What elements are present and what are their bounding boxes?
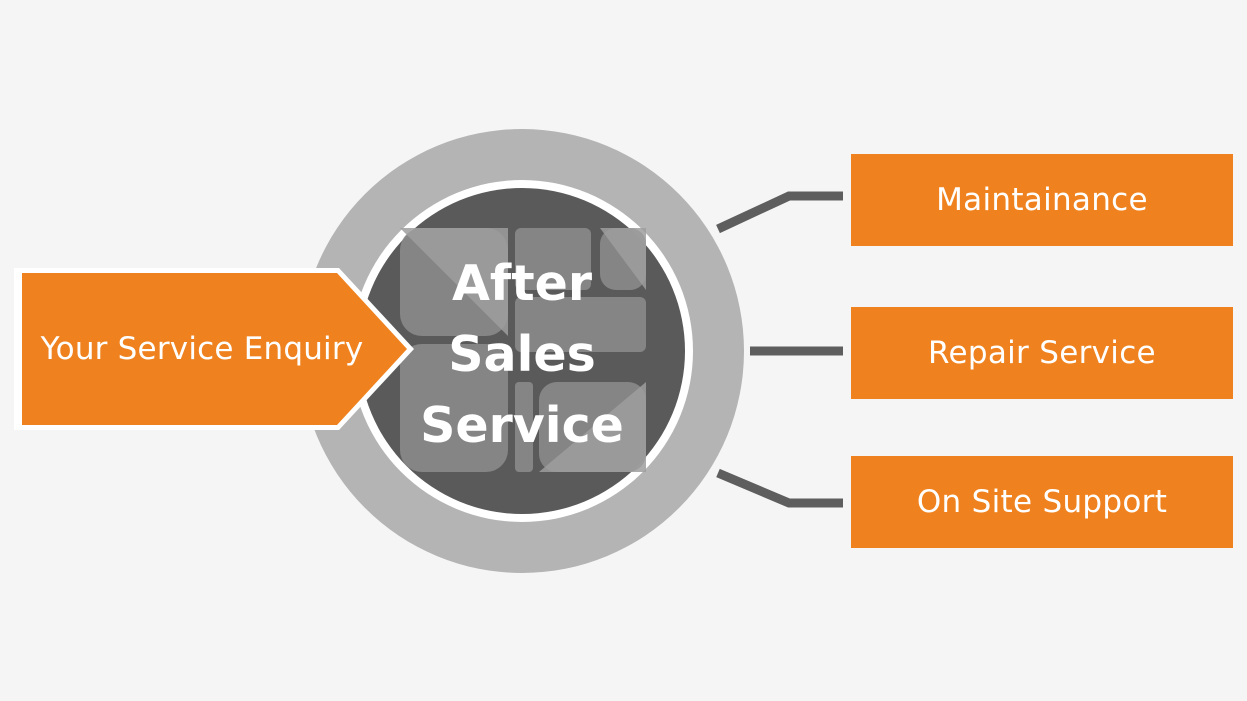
connector-maintainance xyxy=(716,191,843,234)
enquiry-label: Your Service Enquiry xyxy=(40,331,364,367)
output-box-maintainance: Maintainance xyxy=(851,154,1233,246)
connector-onsite xyxy=(716,468,843,508)
enquiry-arrow xyxy=(22,273,407,425)
center-title-line-2: Sales xyxy=(448,326,596,383)
center-title-line-1: After xyxy=(451,255,593,312)
output-box-repair-service: Repair Service xyxy=(851,307,1233,399)
output-label-on-site-support: On Site Support xyxy=(916,484,1168,520)
output-label-repair-service: Repair Service xyxy=(928,335,1156,371)
tile-shading xyxy=(400,228,646,472)
output-box-on-site-support: On Site Support xyxy=(851,456,1233,548)
center-title-line-3: Service xyxy=(420,397,624,454)
output-label-maintainance: Maintainance xyxy=(936,182,1148,218)
center-title: After Sales Service xyxy=(392,248,652,461)
